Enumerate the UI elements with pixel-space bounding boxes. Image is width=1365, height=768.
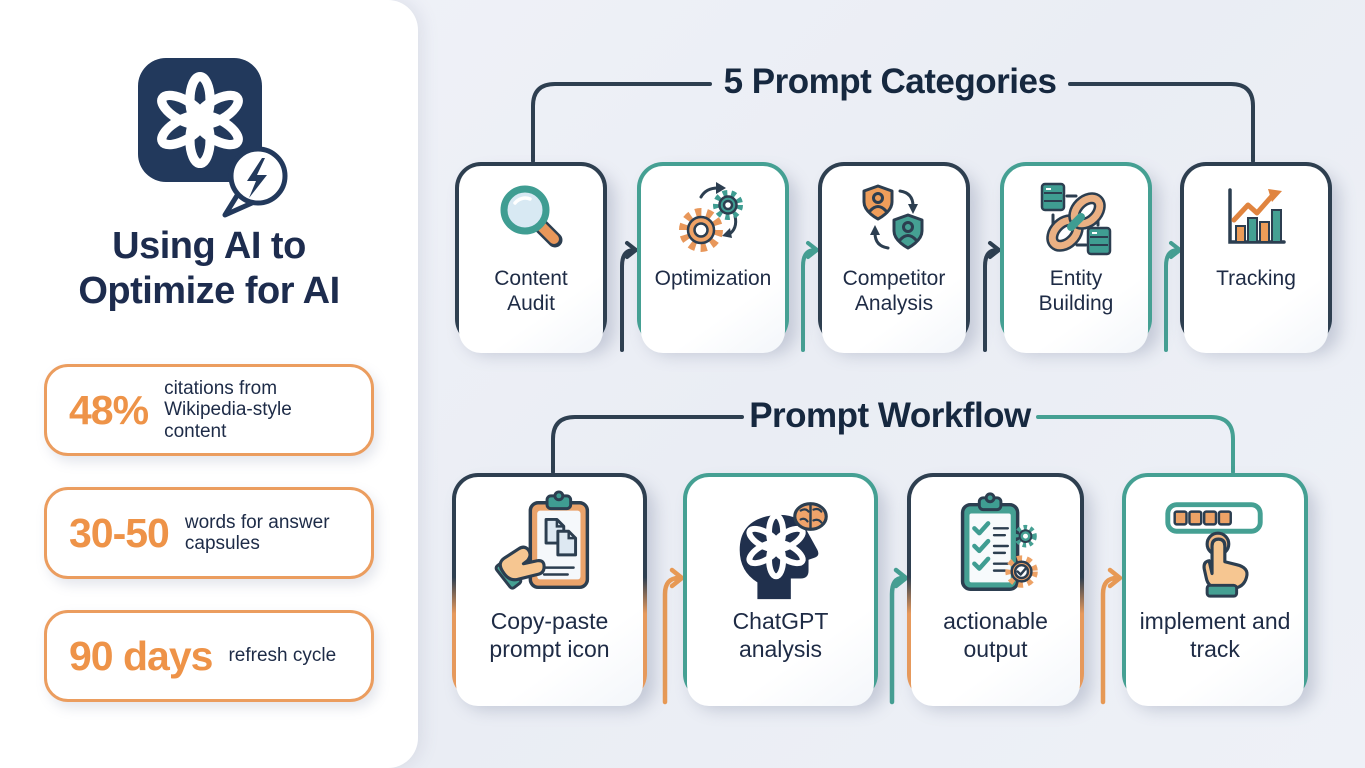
card-actionable-output: actionable output — [907, 473, 1084, 706]
card-chatgpt-analysis: ChatGPT analysis — [683, 473, 878, 706]
head-brain-icon — [739, 502, 828, 600]
shields-swap-icon — [862, 184, 924, 250]
card-implement-track: implement and track — [1122, 473, 1308, 706]
card-competitor-analysis: Competitor Analysis — [818, 162, 970, 353]
chain-links-icon — [1040, 182, 1112, 256]
stat-label: words for answer capsules — [184, 511, 330, 554]
magnifier-icon — [500, 185, 563, 248]
workflow-section-title: Prompt Workflow — [749, 396, 1031, 435]
stat-value: 48% — [69, 386, 149, 433]
card-label: Optimization — [654, 267, 772, 290]
left-panel: Using AI to Optimize for AI 48% citation… — [0, 0, 418, 768]
card-tracking: Tracking — [1180, 162, 1332, 353]
growth-chart-icon — [1228, 188, 1286, 244]
card-label: Competitor Analysis — [842, 267, 946, 316]
card-label: Content Audit — [494, 267, 568, 316]
card-label: Entity Building — [1038, 267, 1114, 316]
card-entity-building: Entity Building — [1000, 162, 1152, 353]
stat-label: citations from Wikipedia-style content — [164, 377, 292, 442]
stat-label: refresh cycle — [228, 645, 337, 667]
progress-click-icon — [1165, 502, 1263, 598]
page-title: Using AI to Optimize for AI — [78, 225, 340, 312]
card-copy-paste-prompt: Copy-paste prompt icon — [452, 473, 647, 706]
stat-citations: 48% citations from Wikipedia-style conte… — [44, 364, 374, 456]
card-optimization: Optimization — [637, 162, 789, 353]
lightning-bolt-icon — [247, 158, 267, 198]
card-label: actionable output — [943, 608, 1048, 663]
card-label: implement and track — [1139, 608, 1291, 663]
gears-icon — [679, 182, 743, 252]
checklist-gears-icon — [960, 492, 1038, 591]
stat-value: 30-50 — [69, 509, 170, 556]
stat-word-count: 30-50 words for answer capsules — [44, 487, 374, 579]
card-label: ChatGPT analysis — [732, 608, 829, 663]
clipboard-hand-icon — [494, 490, 589, 590]
categories-section-title: 5 Prompt Categories — [723, 62, 1057, 101]
card-content-audit: Content Audit — [455, 162, 607, 353]
stat-refresh-cycle: 90 days refresh cycle — [44, 610, 374, 702]
stats-list: 48% citations from Wikipedia-style conte… — [44, 364, 374, 702]
stat-value: 90 days — [69, 632, 213, 679]
card-label: Tracking — [1216, 267, 1296, 290]
card-label: Copy-paste prompt icon — [489, 608, 610, 663]
chatgpt-logo-icon — [120, 56, 300, 222]
